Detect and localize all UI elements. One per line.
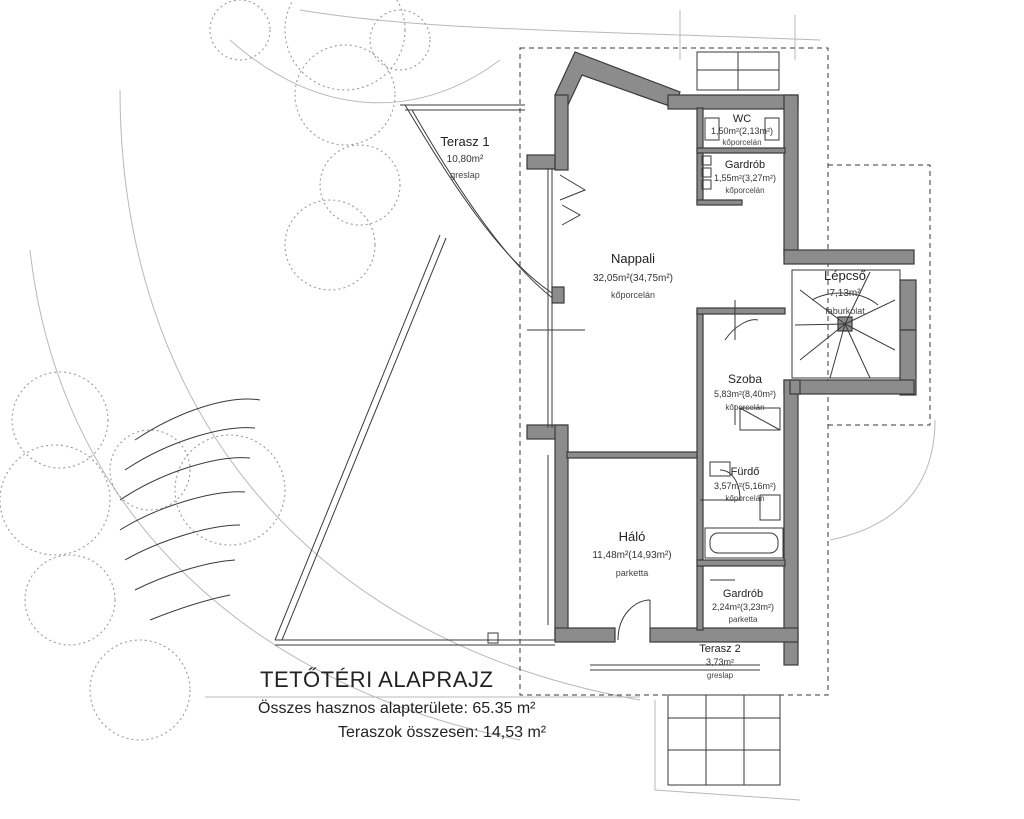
walls [526, 51, 917, 666]
room-name: Háló [619, 529, 646, 544]
garden-stairs [119, 398, 261, 621]
terrace-total-summary: Teraszok összesen: 14,53 m² [338, 724, 547, 741]
room-material: kőporcelán [725, 494, 764, 503]
room-area: 32,05m²(34,75m²) [593, 273, 673, 284]
room-material: kőporcelán [725, 186, 764, 195]
fixtures [701, 117, 784, 559]
room-label-szoba: Szoba 5,83m²(8,40m²) kőporcelán [714, 372, 776, 412]
plan-title: TETŐTÉRI ALAPRAJZ [260, 667, 494, 692]
room-area: 1,50m²(2,13m²) [711, 126, 773, 136]
doors [559, 174, 759, 641]
room-material: parketta [616, 568, 649, 578]
room-name: Lépcső [824, 268, 866, 283]
room-area: 1,55m²(3,27m²) [714, 173, 776, 183]
room-material: kőporcelán [611, 290, 655, 300]
terrace-1-outline [274, 104, 556, 646]
room-label-terasz1: Terasz 1 10,80m² greslap [440, 134, 489, 180]
room-material: kőporcelán [725, 403, 764, 412]
room-area: 5,83m²(8,40m²) [714, 389, 776, 399]
room-label-nappali: Nappali 32,05m²(34,75m²) kőporcelán [593, 251, 673, 300]
usable-area-summary: Összes hasznos alapterülete: 65.35 m² [258, 700, 536, 717]
roof-outline [519, 47, 931, 696]
room-material: faburkolat [825, 306, 865, 316]
room-label-wc: WC 1,50m²(2,13m²) kőporcelán [711, 113, 773, 147]
room-name: Gardrób [725, 159, 765, 171]
garden-trees [0, 0, 431, 741]
south-balcony [590, 664, 781, 786]
site-outline [29, 9, 936, 801]
room-area: 7,13m² [829, 288, 861, 299]
room-name: Nappali [611, 251, 655, 266]
room-name: Terasz 1 [440, 134, 489, 149]
room-area: 11,48m²(14,93m²) [592, 550, 671, 561]
room-material: kőporcelán [722, 138, 761, 147]
room-name: Terasz 2 [699, 643, 741, 655]
staircase [791, 269, 901, 379]
room-area: 2,24m²(3,23m²) [712, 602, 774, 612]
room-material: greslap [707, 671, 734, 680]
room-label-gardrob-1: Gardrób 1,55m²(3,27m²) kőporcelán [714, 159, 776, 195]
room-name: Szoba [728, 372, 762, 386]
room-label-furdo: Fürdő 3,57m²(5,16m²) kőporcelán [714, 466, 776, 503]
room-label-gardrob-2: Gardrób 2,24m²(3,23m²) parketta [712, 588, 774, 624]
west-windows [527, 168, 585, 625]
room-material: greslap [450, 170, 480, 180]
room-name: Fürdő [731, 466, 760, 478]
room-area: 10,80m² [447, 154, 484, 165]
room-area: 3,73m² [706, 657, 734, 667]
room-name: Gardrób [723, 588, 763, 600]
room-label-lepcso: Lépcső 7,13m² faburkolat [824, 268, 866, 316]
room-label-halo: Háló 11,48m²(14,93m²) parketta [592, 529, 671, 578]
room-area: 3,57m²(5,16m²) [714, 481, 776, 491]
north-balcony [696, 51, 780, 91]
room-material: parketta [729, 615, 758, 624]
room-name: WC [733, 113, 751, 125]
room-label-terasz2: Terasz 2 3,73m² greslap [699, 643, 741, 680]
